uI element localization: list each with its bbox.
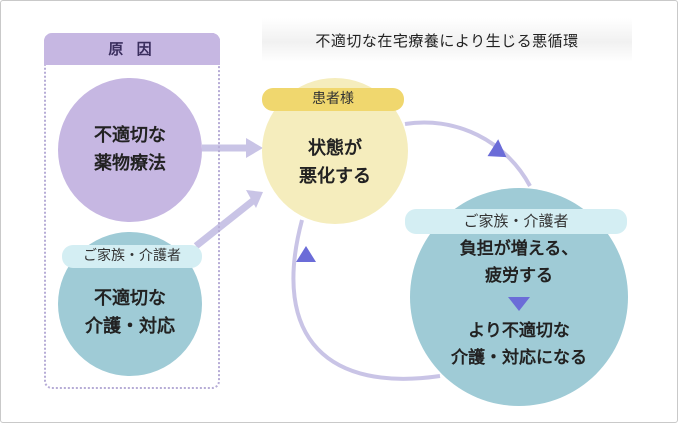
patient-label-pill: 患者様	[262, 88, 404, 111]
cycle-ring-icon	[404, 120, 532, 187]
down-triangle-icon	[508, 297, 530, 311]
arrow-up-right-icon	[246, 190, 263, 208]
family-label-pill: ご家族・介護者	[405, 209, 627, 234]
family-line-3: より不適切な	[468, 321, 570, 341]
diagram-title: 不適切な在宅療養により生じる悪循環	[315, 32, 579, 50]
patient-line-2: 悪化する	[299, 166, 371, 187]
care-label-pill: ご家族・介護者	[62, 245, 202, 268]
arrow-up-right-icon	[193, 197, 257, 249]
cycle-arrow-icon	[296, 246, 316, 262]
care-line-1: 不適切な	[94, 288, 166, 309]
drug-line-1: 不適切な	[94, 125, 166, 146]
arrow-right-icon	[246, 138, 263, 158]
cycle-ring-return-icon	[291, 219, 441, 381]
care-line-2: 介護・対応	[85, 316, 175, 337]
family-burden-text: 負担が増える、 疲労する	[410, 236, 628, 290]
title-background	[262, 18, 632, 62]
family-line-1: 負担が増える、	[459, 239, 579, 259]
family-worse-care-text: より不適切な 介護・対応になる	[410, 318, 628, 372]
cause-header: 原 因	[44, 33, 220, 65]
drug-line-2: 薬物療法	[94, 153, 166, 174]
family-line-2: 疲労する	[485, 266, 553, 286]
family-line-4: 介護・対応になる	[451, 348, 587, 368]
patient-line-1: 状態が	[308, 138, 362, 159]
drug-therapy-circle: 不適切な 薬物療法	[58, 78, 202, 222]
cycle-arrow-icon	[487, 139, 507, 158]
